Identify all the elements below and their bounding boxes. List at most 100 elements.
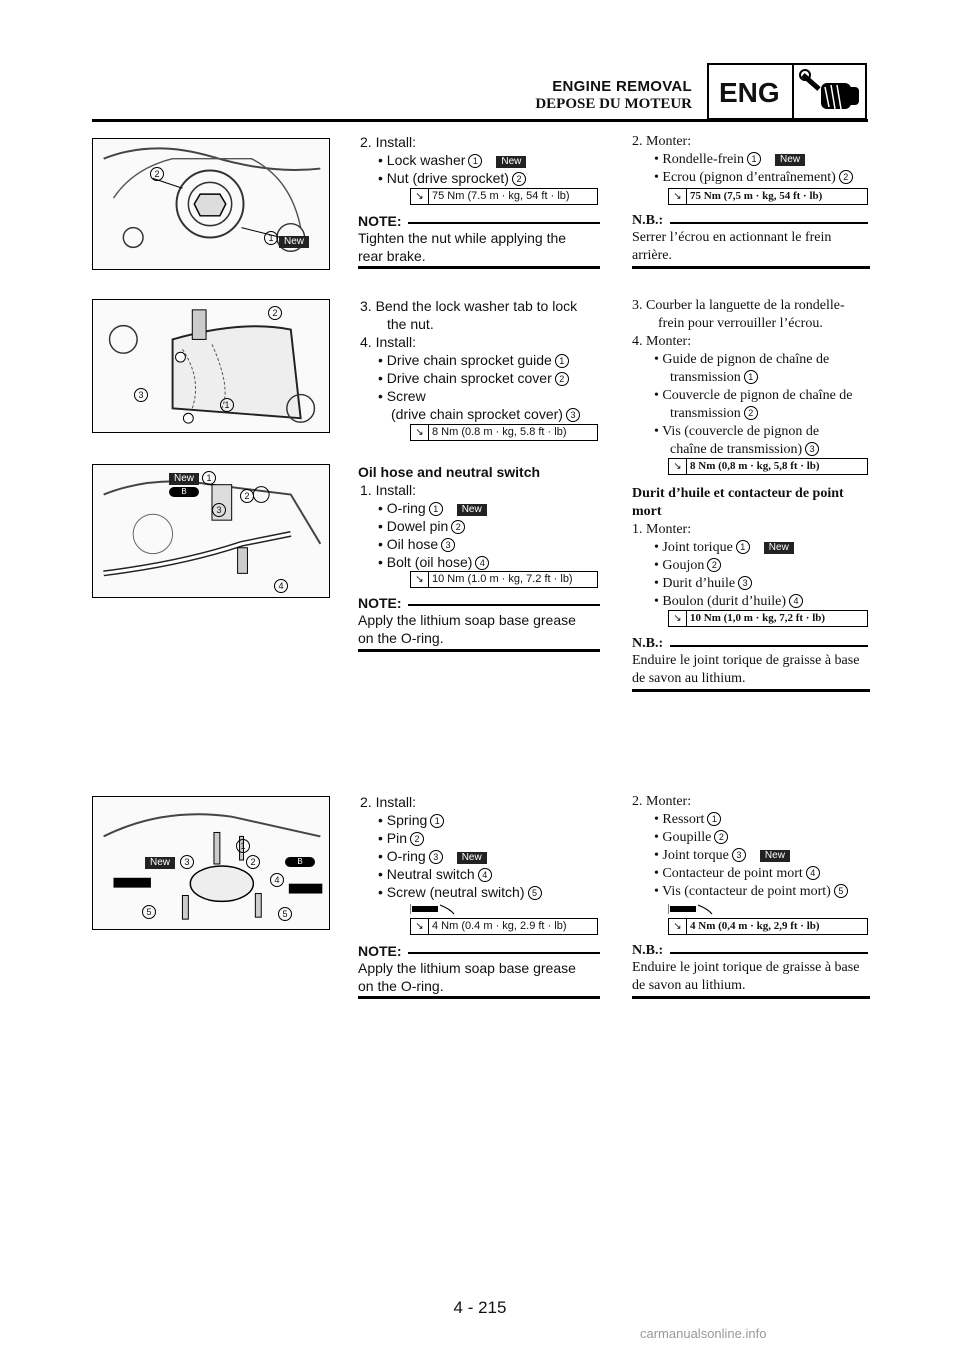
note-heading: N.B.: [632,213,664,228]
callout-5: 5 [278,907,292,921]
step-text: the nut. [387,316,434,332]
torque-spec: ↘8 Nm (0,8 m · kg, 5,8 ft · lb) [668,458,868,475]
torque-wrench-icon: ↘ [669,919,687,934]
step-text: frein pour verrouiller l’écrou. [658,316,823,331]
sprocket-cover-illustration [108,309,316,424]
torque-spec: ↘10 Nm (1,0 m · kg, 7,2 ft · lb) [668,610,868,627]
list-item: • Screw [378,388,426,404]
engine-wrench-icon [799,69,859,110]
page-number: 4 - 215 [453,1298,507,1317]
torque-wrench-icon: ↘ [411,189,429,204]
step-text: 3. Bend the lock washer tab to lock [360,298,578,314]
step-label: 2. Monter: [632,134,692,149]
callout-2: 2 [240,489,254,503]
figure-oil-hose: New 1 2 3 4 B [92,464,330,598]
subsection-title: Oil hose and neutral switch [358,464,541,480]
callout-4: 4 [274,579,288,593]
figure-sprocket-cover: 2 3 1 [92,299,330,433]
step-label: 1. Install: [360,482,417,498]
torque-wrench-icon: ↘ [411,919,429,934]
callout-5: 5 [142,905,156,919]
torque-wrench-icon: ↘ [669,611,687,626]
note-text: Serrer l’écrou en actionnant le frein [632,230,832,245]
step-label: 2. Monter: [632,794,692,809]
list-item: • Vis (couvercle de pignon de [654,424,820,439]
note-text: Tighten the nut while applying the [358,230,567,246]
note-text: de savon au lithium. [632,671,746,686]
callout-1: 1 [220,398,234,412]
callout-3: 3 [212,503,226,517]
torque-spec: ↘4 Nm (0,4 m · kg, 2,9 ft · lb) [668,918,868,935]
step-label: 2. Install: [360,134,417,150]
torque-wrench-icon: ↘ [669,459,687,474]
list-item: • Bolt (oil hose)4 [378,553,490,571]
note-text: Apply the lithium soap base grease [358,612,576,628]
note-text: rear brake. [358,248,426,264]
callout-1: 1 [264,231,278,245]
callout-4: 4 [270,873,284,887]
neutral-switch-illustration [103,813,323,920]
note-heading: N.B.: [632,636,664,651]
torque-spec: ↘10 Nm (1.0 m · kg, 7.2 ft · lb) [410,571,598,588]
note-text: arrière. [632,248,673,263]
oil-hose-illustration [103,480,322,577]
list-item: • Boulon (durit d’huile)4 [654,593,804,611]
figure-drive-sprocket: 2 1 New [92,138,330,270]
note-text: Enduire le joint torique de graisse à ba… [632,960,860,975]
new-tag: New [279,236,310,248]
torque-spec: ↘4 Nm (0.4 m · kg, 2.9 ft · lb) [410,918,598,935]
list-item: • Guide de pignon de chaîne de [654,352,830,367]
torque-wrench-icon: ↘ [411,425,429,440]
note-text: on the O-ring. [358,630,444,646]
note-text: de savon au lithium. [632,978,746,993]
section-subtitle: DEPOSE DU MOTEUR [535,96,692,112]
list-item: • Vis (contacteur de point mort)5 [654,883,848,901]
list-item: • Nut (drive sprocket)2 [378,169,526,187]
list-item: • Ecrou (pignon d’entraînement)2 [654,169,853,187]
grease-b-tag: B [285,857,315,867]
torque-spec: ↘8 Nm (0.8 m · kg, 5.8 ft · lb) [410,424,598,441]
note-heading: NOTE: [358,943,402,959]
lithium-grease-icon [410,904,455,915]
new-tag: New [145,857,176,869]
note-text: on the O-ring. [358,978,444,994]
callout-1: 1 [202,471,216,485]
watermark: carmanualsonline.info [640,1326,767,1341]
note-text: Enduire le joint torique de graisse à ba… [632,653,860,668]
subsection-title: Durit d’huile et contacteur de point [632,486,844,501]
subsection-title: mort [632,504,662,519]
callout-3: 3 [134,388,148,402]
sprocket-illustration [103,147,321,253]
grease-b-tag: B [169,487,199,497]
callout-2: 2 [150,167,164,181]
step-label: 4. Install: [360,334,417,350]
callout-1: 1 [236,839,250,853]
header-rule [92,119,868,122]
lithium-grease-icon [668,904,713,915]
list-item: chaîne de transmission)3 [670,441,820,459]
torque-spec: ↘75 Nm (7,5 m · kg, 54 ft · lb) [668,188,868,205]
list-item: (drive chain sprocket cover)3 [391,405,580,423]
list-item: • Couvercle de pignon de chaîne de [654,388,853,403]
note-heading: NOTE: [358,213,402,229]
eng-badge-label: ENG [719,77,780,108]
figure-neutral-switch: 1 2 3 4 5 5 New B [92,796,330,930]
torque-spec: ↘75 Nm (7.5 m · kg, 54 ft · lb) [410,188,598,205]
list-item: • Screw (neutral switch)5 [378,883,542,901]
